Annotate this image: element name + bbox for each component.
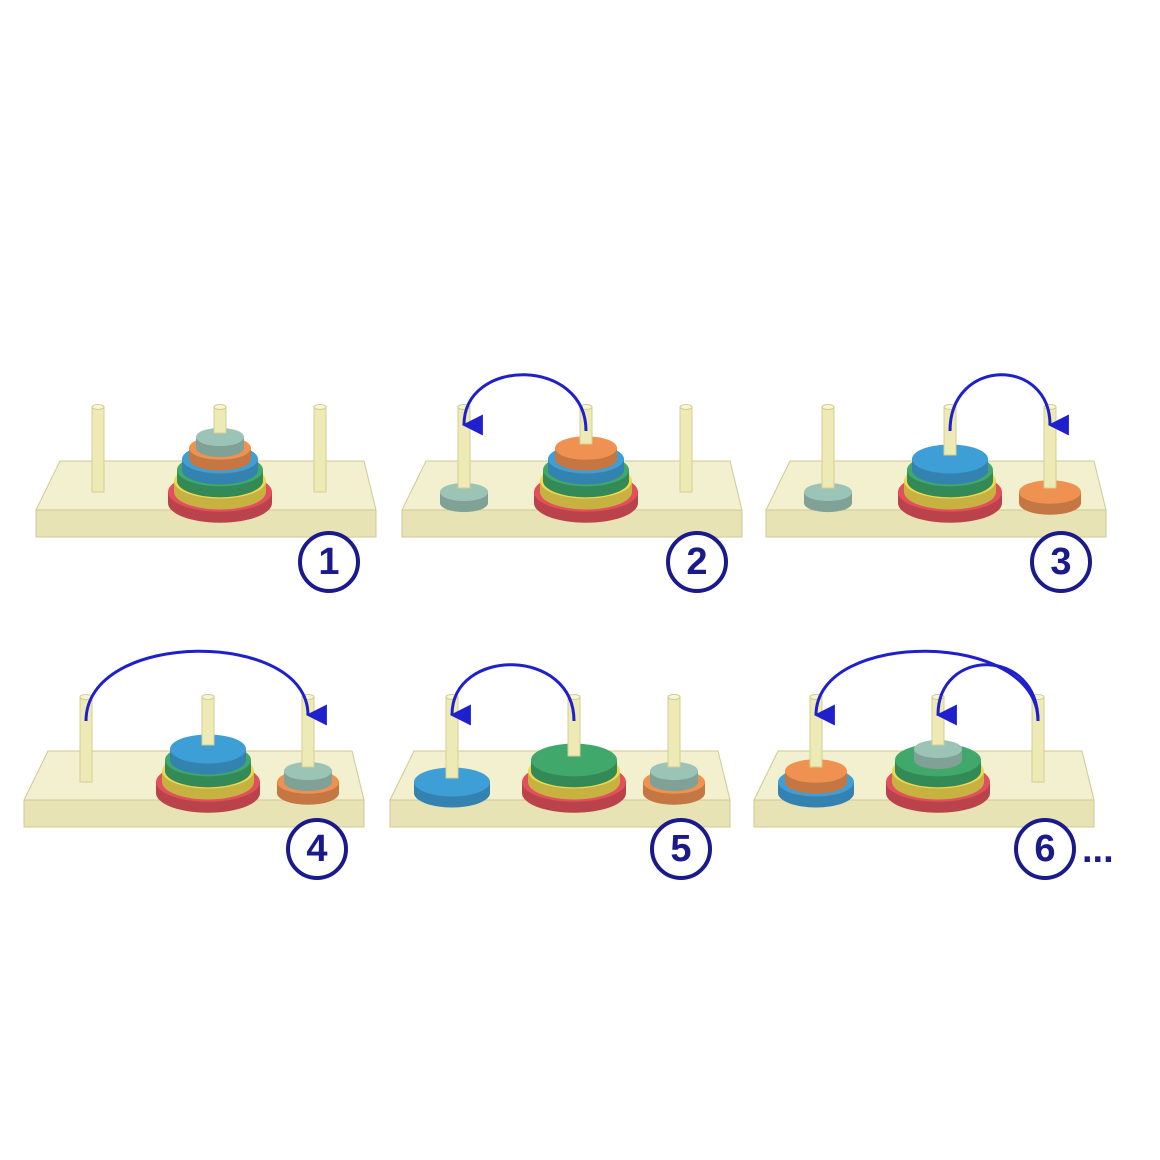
peg-2-tip: [201, 696, 215, 746]
peg-2-tip: [567, 696, 581, 757]
disk-blue: [414, 767, 490, 797]
peg-1-top: [91, 404, 105, 410]
step-panel-3: [765, 373, 1107, 538]
disk-orange: [555, 436, 617, 460]
peg-3-tip-top: [667, 694, 681, 700]
move-arrow-1: [948, 373, 1069, 436]
disk-orange: [785, 759, 847, 783]
disk-blue: [170, 734, 246, 764]
peg-3: [313, 406, 327, 493]
disk-sage: [650, 761, 698, 781]
step-label-6: 6: [1014, 818, 1076, 880]
step-panel-1: [35, 404, 377, 538]
disk-sage: [914, 739, 962, 759]
peg-3-top: [313, 404, 327, 410]
move-arrow-1: [461, 373, 588, 436]
move-arrow-1: [449, 663, 576, 726]
peg-2-tip: [213, 406, 227, 434]
step-label-3: 3: [1030, 531, 1092, 593]
peg-1: [91, 406, 105, 493]
step-panel-4: [23, 649, 365, 828]
disk-sage: [440, 482, 488, 502]
move-arrow-1: [84, 649, 327, 726]
step-panel-5: [389, 663, 731, 828]
peg-3: [679, 406, 693, 493]
step-label-2: 2: [666, 531, 728, 593]
step-panel-6: [753, 649, 1095, 828]
step-label-4: 4: [286, 818, 348, 880]
disk-green: [531, 743, 617, 777]
peg-2-tip-top: [213, 404, 227, 410]
move-arrow-2: [935, 663, 1040, 726]
peg-3-top: [679, 404, 693, 410]
peg-1-tip: [821, 406, 835, 489]
disk-sage: [196, 427, 244, 447]
disk-orange: [1019, 480, 1081, 504]
disk-blue: [912, 444, 988, 474]
step-panel-2: [401, 373, 743, 538]
peg-1-tip-top: [821, 404, 835, 410]
peg-3-tip: [667, 696, 681, 768]
disk-sage: [804, 482, 852, 502]
peg-2-tip-top: [201, 694, 215, 700]
move-arrow-1: [813, 649, 1040, 726]
continuation-ellipsis: ...: [1082, 829, 1114, 871]
step-label-5: 5: [650, 818, 712, 880]
disk-sage: [284, 761, 332, 781]
step-label-1: 1: [298, 531, 360, 593]
